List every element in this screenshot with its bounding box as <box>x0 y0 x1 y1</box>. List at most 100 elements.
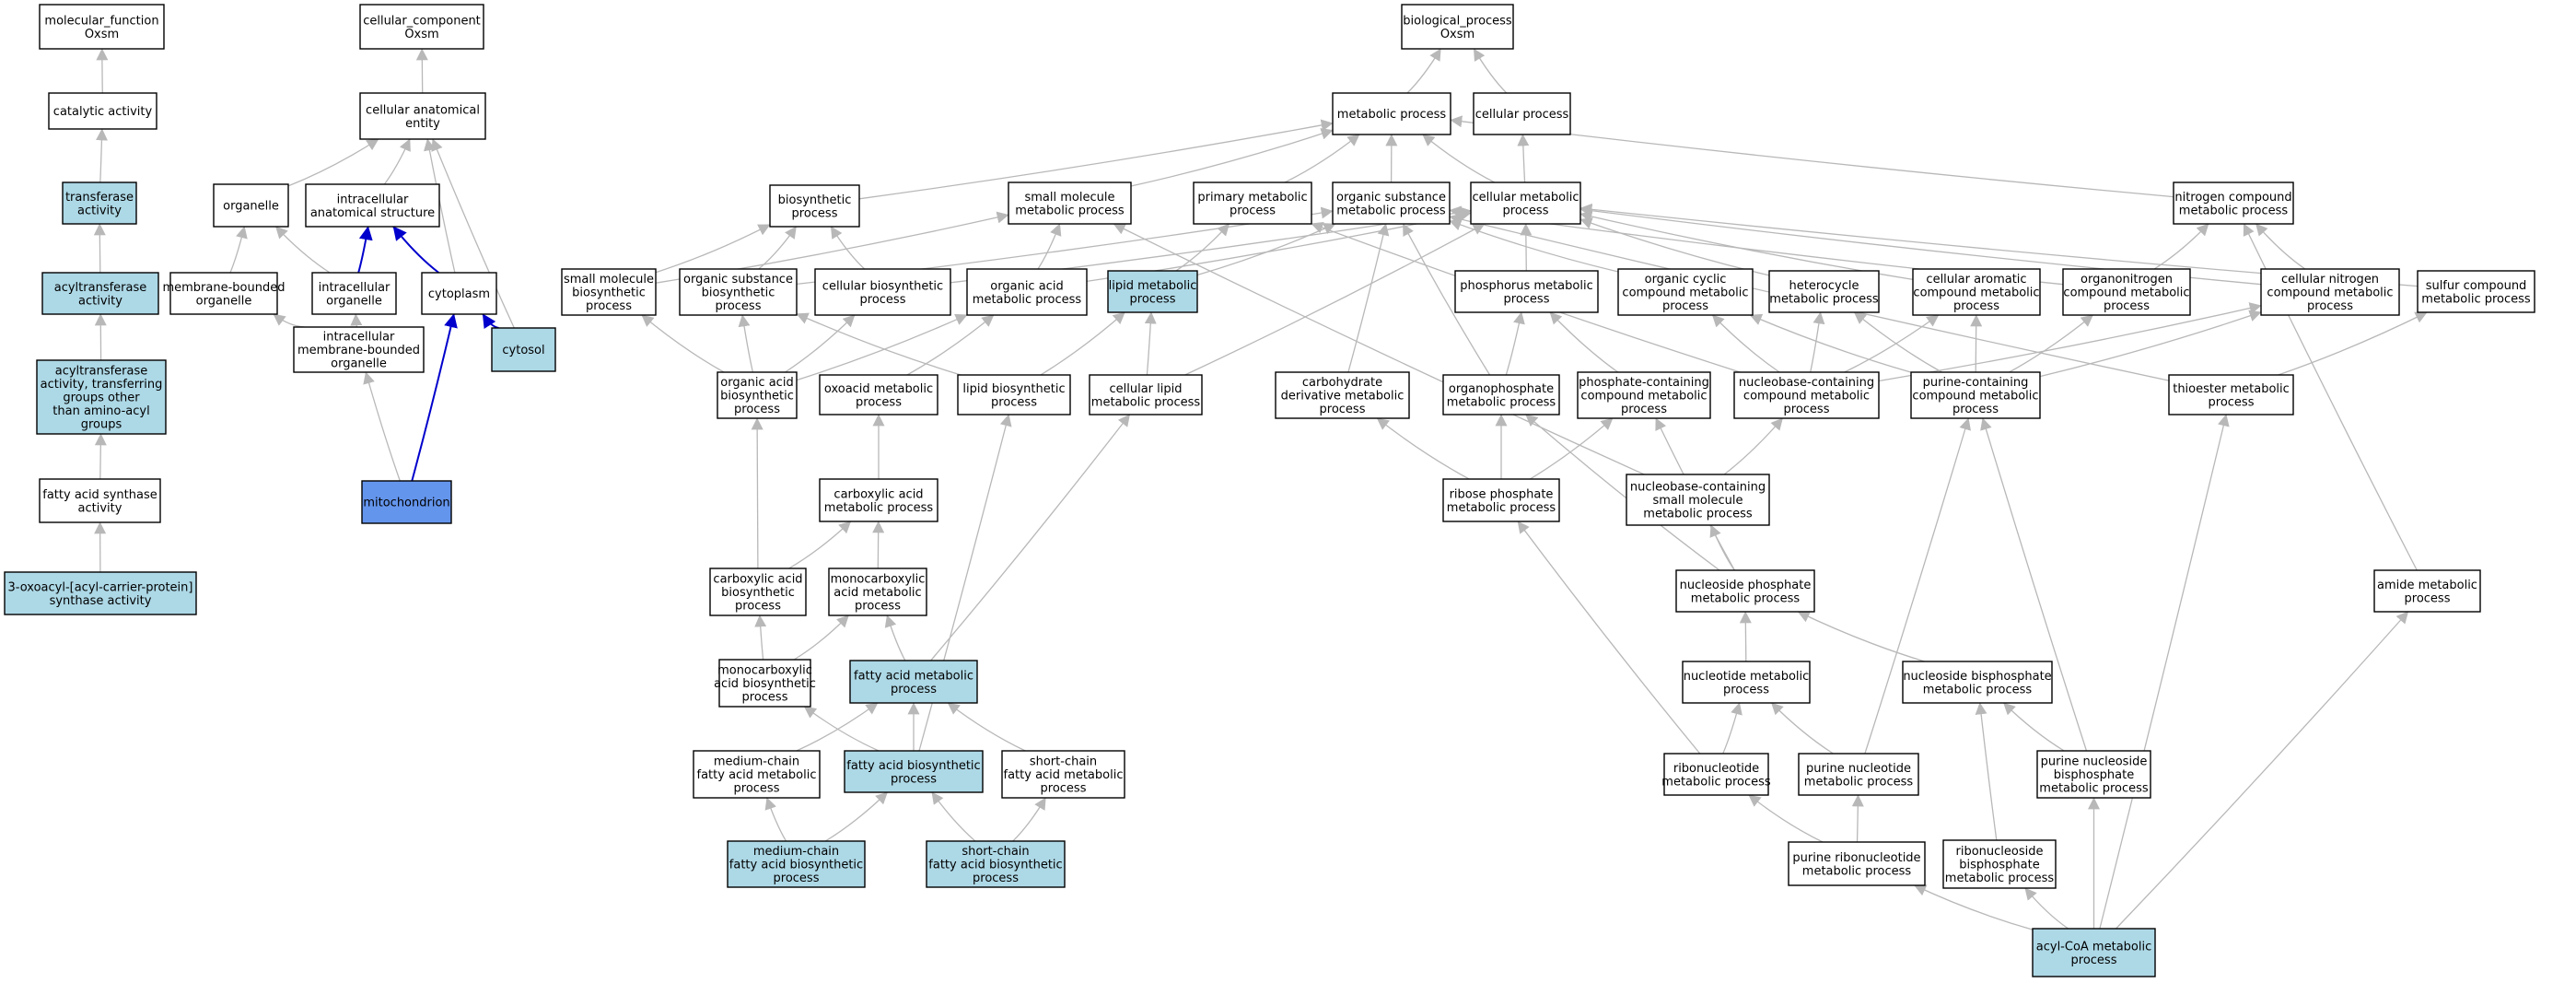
edge-pnbpm-to-nbpm <box>2003 702 2065 752</box>
node-box <box>2032 928 2156 977</box>
node-label-line: carboxylic acid <box>713 573 802 587</box>
edge-purnuc-to-nucmet <box>1771 702 1834 755</box>
go-term-node-organelle[interactable]: organelle <box>213 183 289 228</box>
node-label-line: compound metabolic <box>1743 390 1870 404</box>
node-box <box>305 183 440 228</box>
node-label-line: nucleobase-containing <box>1739 376 1874 390</box>
edge-lipidmet-to-primary <box>1175 223 1230 272</box>
edge-cellipid-to-lipidmet <box>1144 311 1157 376</box>
node-box <box>361 480 452 524</box>
node-label-line: monocarboxylic <box>717 664 812 678</box>
go-term-node-cellular-process[interactable]: cellular process <box>1473 92 1571 135</box>
node-label-line: process <box>860 293 906 307</box>
go-term-node-cytoplasm[interactable]: cytoplasm <box>421 272 497 315</box>
node-box <box>2062 268 2191 316</box>
go-term-node-catalytic[interactable]: catalytic activity <box>48 92 157 130</box>
node-label-line: cytosol <box>502 344 544 357</box>
node-label-line: bisphosphate <box>1959 859 2039 872</box>
edge-pccm-to-phosphorus <box>1549 311 1619 373</box>
edge-pucm-to-occm <box>1749 313 1912 373</box>
node-label-line: organic acid <box>720 376 793 390</box>
edge-oxoacid-to-oam <box>906 314 995 376</box>
go-term-node-cytosol[interactable]: cytosol <box>491 327 556 372</box>
node-label-line: short-chain <box>962 845 1029 859</box>
node-label-line: process <box>1320 403 1366 416</box>
node-label-line: nucleotide metabolic <box>1684 670 1810 684</box>
node-label-line: metabolic process <box>1661 775 1771 789</box>
node-label-line: ribonucleoside <box>1956 845 2044 859</box>
go-term-node-metabolic[interactable]: metabolic process <box>1332 92 1451 135</box>
node-box <box>421 272 497 315</box>
node-box <box>693 750 821 799</box>
edge-hetero-to-cellmet <box>1579 217 1770 276</box>
go-term-node-mito[interactable]: mitochondrion <box>361 480 452 524</box>
go-term-node-oxoacyl[interactable]: 3-oxoacyl-[acyl-carrier-protein]synthase… <box>4 571 197 615</box>
node-box <box>62 181 137 225</box>
node-label-line: organelle <box>223 200 279 214</box>
node-label-line: cellular metabolic <box>1473 191 1579 205</box>
